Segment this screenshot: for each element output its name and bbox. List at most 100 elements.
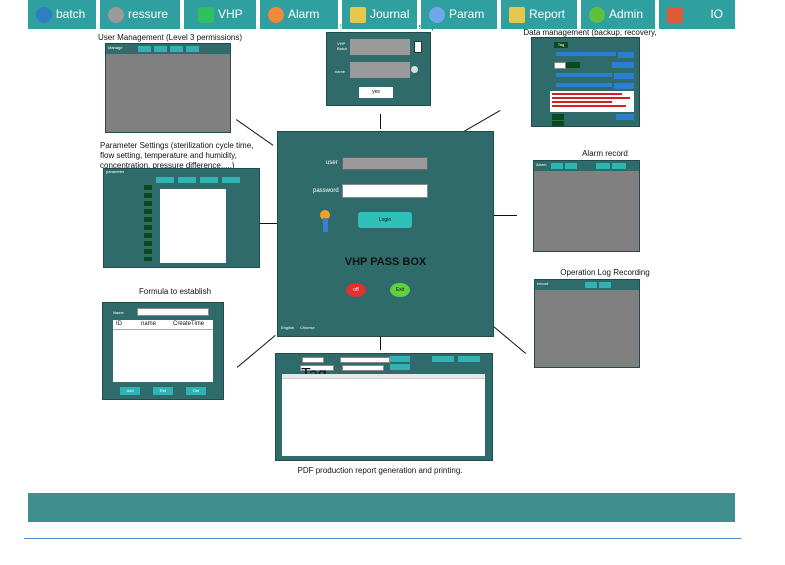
tab[interactable] [596,163,610,169]
tag [552,121,564,126]
journal-icon [350,6,366,23]
nav-batch[interactable]: batch [28,0,98,29]
panel-title: parameter [106,169,125,174]
button[interactable] [612,62,634,68]
tab[interactable] [154,46,167,52]
bottom-divider [24,538,741,539]
tab[interactable] [138,46,151,52]
nav-vhp[interactable]: VHP [184,0,258,29]
caption-pdf-report: PDF production report generation and pri… [297,466,463,475]
button[interactable] [616,114,634,120]
password-input[interactable] [342,184,428,198]
vhp-label: VHP [337,41,346,46]
nav-pressure[interactable]: ressure [100,0,182,29]
login-panel: user password Login VHP PASS BOX off Exi… [277,131,494,337]
document-icon[interactable] [414,41,422,53]
vhp-icon [198,6,214,23]
data-management-panel: Tag [531,37,640,127]
operation-log-panel: record [534,279,640,368]
add-button[interactable]: Add [120,387,140,395]
tag [566,62,580,68]
formula-name-input[interactable] [137,308,209,316]
nav-report[interactable]: Report [501,0,579,29]
column-header: ID [116,321,122,327]
nav-alarm[interactable]: Alarm [260,0,340,29]
tab[interactable] [585,282,597,288]
panel-title: record [537,281,549,286]
tab[interactable] [186,46,199,52]
button[interactable] [458,356,480,362]
nav-param[interactable]: Param [421,0,499,29]
nav-label: Alarm [288,7,320,21]
language-chinese[interactable]: Chinese [300,325,315,330]
date-from-field[interactable]: Tag [300,365,334,383]
parameter-settings-panel: parameter [103,168,260,268]
nav-label: Param [449,7,485,21]
connector-line [491,324,527,354]
refresh-button[interactable]: Ref [153,387,173,395]
formula-panel: Name ID name CreateTime Add Ref Del [102,302,224,400]
tab[interactable] [612,163,626,169]
report-field[interactable] [340,357,390,363]
data-field[interactable] [554,62,566,69]
column-header: CreateTime [173,321,205,327]
batch-label: Batch [337,46,348,51]
nav-label: Report [529,7,566,21]
tab[interactable] [178,177,196,183]
connector-line [493,215,517,216]
name-field[interactable] [350,62,410,78]
button[interactable] [614,73,634,79]
nav-label: batch [56,7,86,21]
login-button[interactable]: Login [358,212,412,228]
button[interactable] [390,364,410,370]
user-list-area [106,54,230,132]
delete-button[interactable]: Del [186,387,206,395]
report-icon [509,6,525,23]
button[interactable] [390,356,410,362]
name-label: name [335,69,346,74]
log-list-area [535,290,639,367]
admin-icon [589,6,605,23]
report-toolbar [282,374,485,379]
tab[interactable] [156,177,174,183]
tab[interactable] [222,177,240,183]
data-field[interactable] [556,52,616,56]
connector-line [380,114,381,129]
dropdown-icon[interactable] [411,66,418,73]
data-field[interactable] [556,73,612,77]
exit-button[interactable]: Exit [390,283,410,297]
tab[interactable] [170,46,183,52]
io-icon [667,6,683,23]
connector-line [236,335,276,368]
button[interactable] [614,83,634,89]
tab[interactable] [551,163,563,169]
tab[interactable] [200,177,218,183]
connector-line [461,110,501,134]
notes-area [550,91,634,112]
tab[interactable] [565,163,577,169]
nav-label: ressure [128,7,169,21]
tab[interactable] [599,282,611,288]
tag: Tag [554,42,568,48]
language-english[interactable]: English [281,325,295,330]
alarm-list-area [534,171,639,251]
pdf-report-panel: Tag [275,353,493,461]
column-header: name [141,321,157,327]
button[interactable] [432,356,454,362]
date-to-field[interactable] [342,365,384,371]
batch-number-field[interactable] [350,39,410,55]
data-field[interactable] [556,83,612,87]
tag [552,114,564,120]
nav-admin[interactable]: Admin [581,0,657,29]
caption-operation-log: Operation Log Recording [560,268,650,277]
off-button[interactable]: off [346,283,366,297]
nav-label: Admin [609,7,644,21]
app-title: VHP PASS BOX [344,256,427,268]
user-input[interactable] [342,157,428,170]
button[interactable] [618,52,634,58]
nav-io[interactable]: IO [659,0,735,29]
report-field[interactable] [302,357,324,363]
yes-button[interactable]: yes [359,87,393,98]
caption-formula: Formula to establish [138,287,212,296]
nav-journal[interactable]: Journal [342,0,419,29]
